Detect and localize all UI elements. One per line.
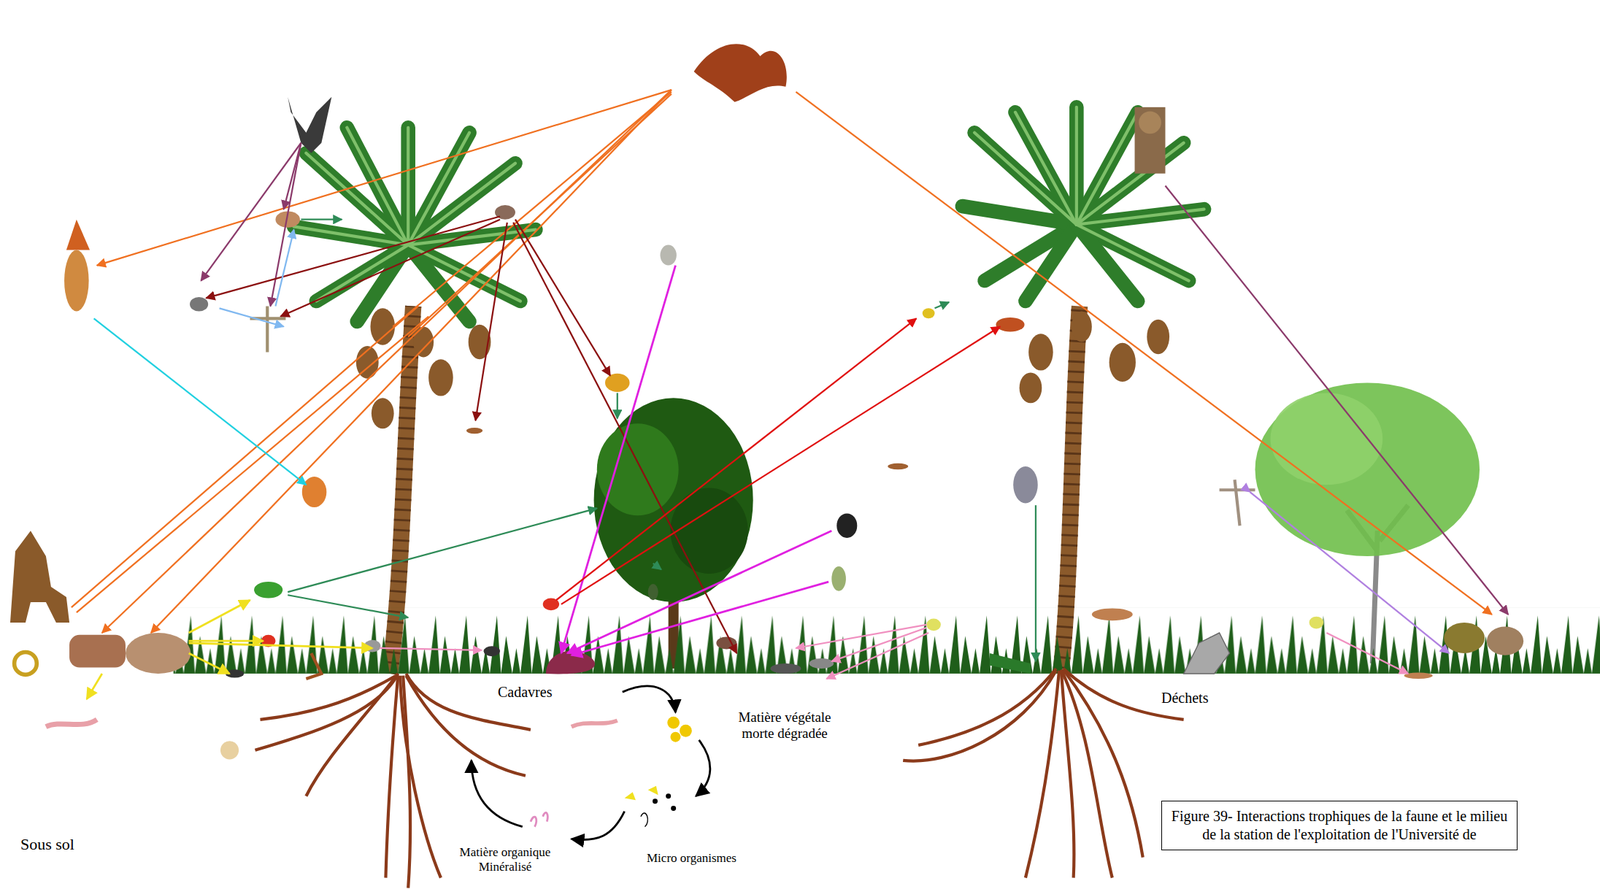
illustration-label: Matière végétale morte dégradée	[722, 709, 847, 742]
trophic-arrows	[71, 89, 1509, 700]
carcass	[545, 651, 595, 675]
waste	[1183, 632, 1230, 674]
micro-organisms	[530, 716, 692, 828]
grass	[173, 607, 1600, 674]
figure-caption: Figure 39- Interactions trophiques de la…	[1161, 800, 1518, 851]
illustration-label: Micro organismes	[646, 851, 737, 866]
palm-tree	[962, 107, 1204, 669]
fallen-palm	[989, 653, 1031, 674]
illustration-label: Cadavres	[497, 683, 552, 701]
illustration-label: Matière organique Minéralisé	[439, 845, 571, 874]
palm-tree	[294, 127, 536, 674]
illustration-label: Sous sol	[20, 835, 75, 854]
nutrient-cycle	[471, 686, 711, 841]
illustration-label: Déchets	[1161, 689, 1209, 707]
animals	[10, 43, 1524, 760]
roots	[254, 668, 1184, 889]
